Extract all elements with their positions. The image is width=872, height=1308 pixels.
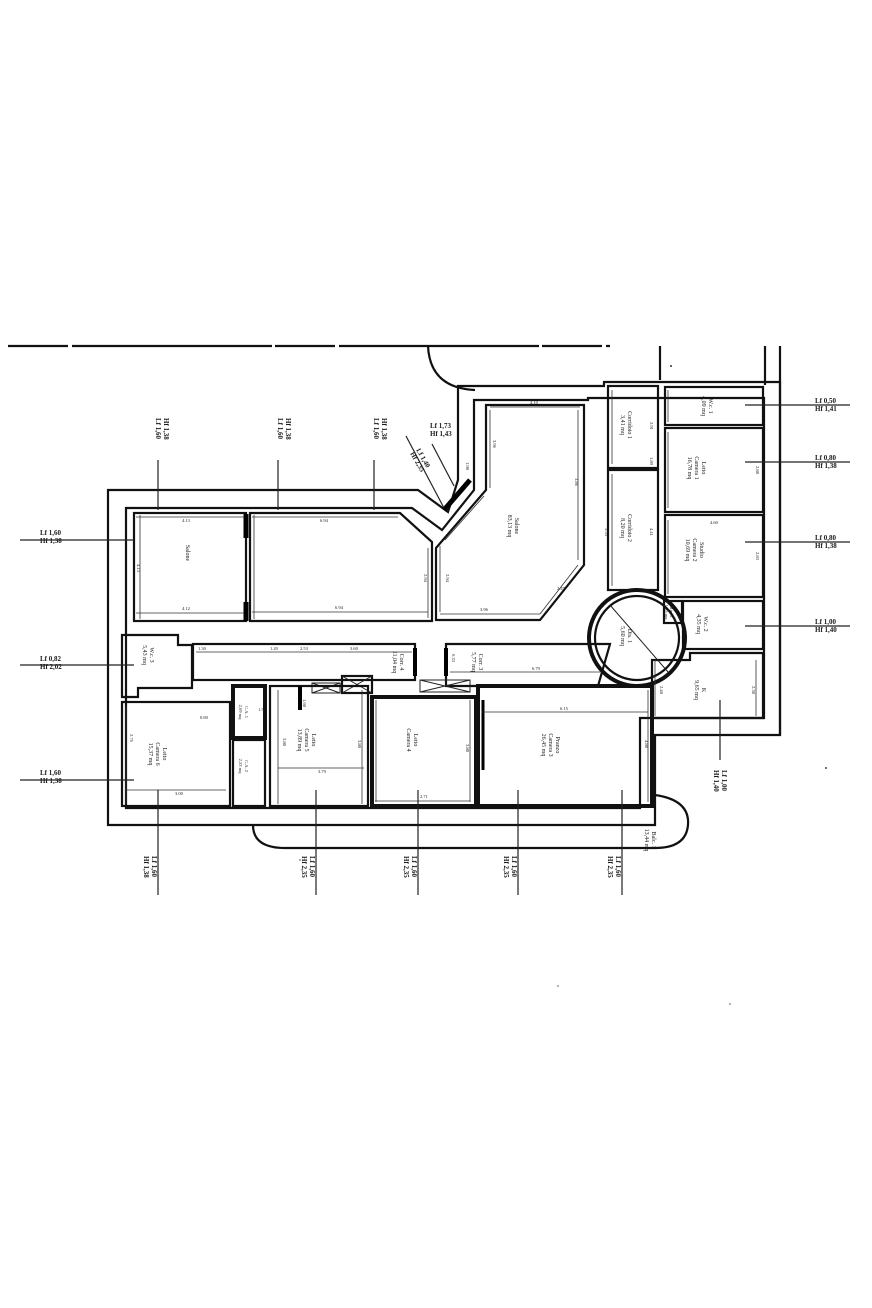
dim-number: 3.80 (282, 738, 287, 747)
dim-number: 2.30 (751, 686, 756, 695)
dim-number: 4.80 (644, 740, 649, 749)
room-label-salone-left: Salone (184, 545, 190, 562)
window-label-top-3: Lf 1,60Hf 1,38 (372, 418, 388, 440)
dim-number: 4.60 (710, 520, 719, 525)
dim-number: 2.83 (755, 552, 760, 561)
window-label-top-2: Lf 1,60Hf 1,38 (276, 418, 292, 440)
dim-number: 6.79 (532, 666, 541, 671)
room-label-wc-1: W.c. 14,09 mq (700, 396, 713, 416)
dim-number: 1.20 (270, 646, 279, 651)
dim-number: 3.96 (492, 440, 497, 449)
room-label-camera-1: LettoCamera 116,78 mq (686, 456, 706, 479)
dim-number: 6.94 (320, 518, 329, 523)
dim-number: 3.60 (350, 646, 359, 651)
room-label-dis-1: Dis. 15,60 mq (619, 626, 632, 646)
interior-walls (120, 384, 765, 808)
dim-number: 1.89 (649, 457, 654, 466)
room-label-camera-3: PranzoCamera 326,45 mq (540, 733, 560, 756)
dim-number: 0.80 (200, 715, 209, 720)
window-label-bot-4: Lf 1,60Hf 2,35 (502, 856, 518, 878)
room-label-salone-main: Salone83,13 mq (506, 515, 519, 538)
dim-number: 6.33 (451, 654, 456, 663)
room-label-ca-1: C.A. 12,69 mq (237, 705, 249, 721)
room-label-camera-5: LettoCamera 513,89 mq (296, 728, 316, 751)
dim-number: 3.80 (357, 740, 362, 749)
window-label-bot-3: Lf 1,60Hf 2,35 (402, 856, 418, 878)
room-label-camera-2: StudioCamera 210,69 mq (684, 538, 704, 561)
room-label-ca-2: C.A. 22,53 mq (237, 759, 249, 775)
room-label-wc-3: W.c. 35,43 mq (141, 645, 154, 665)
dim-number: 3.79 (318, 769, 327, 774)
room-label-rip-2: Rip. 21,05 mq (663, 605, 674, 621)
room-label-corr-4: Corr. 411,04 mq (391, 651, 404, 673)
window-label-bot-1: Lf 1,60Hf 1,38 (142, 856, 158, 878)
dimension-lines (125, 390, 757, 804)
dim-number: 3.96 (480, 607, 489, 612)
room-label-corr-3: Corr. 35,77 mq (470, 652, 483, 672)
dim-number: 4.13 (182, 518, 191, 523)
dim-number: 6.15 (560, 706, 569, 711)
dim-number: 2.88 (755, 466, 760, 475)
room-label-cucina: K9,65 mq (693, 680, 706, 700)
dim-number: 2.76 (129, 734, 134, 743)
dim-number: 2.94 (445, 574, 450, 583)
dim-number: 4.41 (649, 528, 654, 536)
dim-number: 3.00 (175, 791, 184, 796)
room-labels: Salone Salone83,13 mq Corridoio 13,41 mq… (141, 396, 713, 851)
room-label-camera-4: LettoCamera 4 (405, 728, 418, 751)
dim-number: 5.55 (604, 528, 609, 537)
dim-number: 1.30 (198, 646, 207, 651)
dim-number: 2.47 (557, 586, 566, 591)
dimension-numbers: 4.12 4.13 4.13 6.94 6.94 2.94 2.94 3.96 … (129, 400, 760, 799)
room-label-corridoio-2: Corridoio 28,20 mq (619, 514, 632, 542)
room-label-wc-2: W.c. 24,35 mq (695, 614, 708, 634)
window-label-bot-5: Lf 1,60Hf 2,35 (606, 856, 622, 878)
window-label-bot-2: Lf 1,60Hf 2,35 (300, 856, 316, 878)
dim-number: 6.94 (335, 605, 344, 610)
balcony (251, 793, 690, 850)
window-label-top-1: Lf 1,60Hf 1,38 (154, 418, 170, 440)
dim-number: 4.13 (136, 564, 141, 573)
dim-number: 1.60 (302, 699, 307, 708)
dim-number: 3.86 (574, 478, 579, 487)
dim-number: 2.94 (423, 574, 428, 583)
outer-walls (106, 380, 782, 827)
room-label-camera-6: LettoCamera 615,37 mq (147, 742, 167, 765)
window-label-right-5: Lf 1,00Hf 1,40 (712, 770, 728, 792)
dim-number: 2.91 (649, 422, 654, 430)
dim-number: 2.71 (420, 794, 428, 799)
dim-number: 1.98 (465, 462, 470, 471)
dim-number: 3.80 (465, 744, 470, 753)
dim-number: 4.10 (530, 400, 539, 405)
dim-number: 1.50 (258, 707, 267, 712)
dim-number: 2.48 (659, 686, 664, 695)
scan-specks (299, 365, 827, 1005)
balcony-label: Balc. 113,44 mq (643, 829, 656, 852)
dim-number: 2.53 (300, 646, 309, 651)
window-leaders (20, 404, 850, 895)
dim-number: 4.12 (182, 606, 190, 611)
room-label-corridoio-1: Corridoio 13,41 mq (619, 411, 632, 439)
window-label-top-5: Lf 1,40Hf 2,35 (408, 447, 432, 474)
